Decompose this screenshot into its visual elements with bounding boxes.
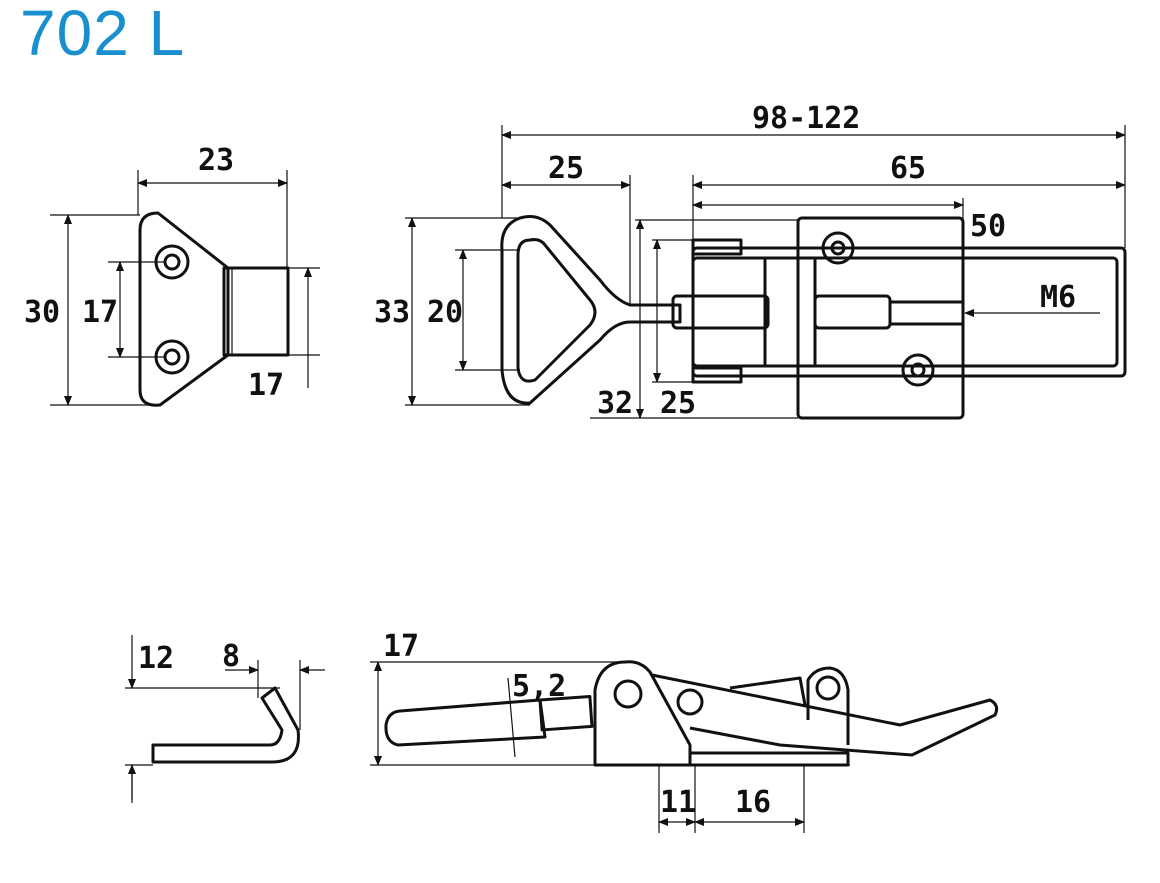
dim-body-length: 65 — [890, 151, 926, 186]
dim-hook-width: 8 — [222, 639, 240, 674]
dims-bottom-right: 17 5,2 11 16 — [370, 629, 850, 833]
striker-plate-top-view — [138, 211, 290, 407]
dim-width: 23 — [198, 143, 234, 178]
dim-hole-spacing: 17 — [82, 295, 118, 330]
dim-side-height: 12 — [138, 641, 174, 676]
dim-body-height: 25 — [660, 386, 696, 421]
dims-bottom-left: 12 8 — [125, 635, 325, 803]
dim-hole-spacing: 16 — [735, 785, 771, 820]
dims-top-left: 23 30 17 17 — [24, 143, 320, 406]
dim-tab-height: 17 — [248, 368, 284, 403]
dim-handle-height: 33 — [374, 295, 410, 330]
dim-height: 30 — [24, 295, 60, 330]
product-title: 702 L — [20, 0, 186, 69]
dim-rod-diameter: 5,2 — [512, 669, 566, 704]
striker-side-view — [151, 686, 300, 764]
dim-overall-length: 98-122 — [752, 101, 860, 136]
dims-top-right: 98-122 25 65 50 33 20 32 25 M6 — [374, 101, 1126, 421]
dim-handle-length: 25 — [548, 151, 584, 186]
dim-handle-inner: 20 — [427, 295, 463, 330]
latch-top-view — [500, 215, 1127, 420]
dim-plate-height: 32 — [597, 386, 633, 421]
dim-side-height: 17 — [383, 629, 419, 664]
dim-offset: 11 — [660, 785, 696, 820]
latch-side-view — [384, 660, 999, 767]
dim-hook-length: 50 — [970, 209, 1006, 244]
dim-thread: M6 — [1040, 280, 1076, 315]
